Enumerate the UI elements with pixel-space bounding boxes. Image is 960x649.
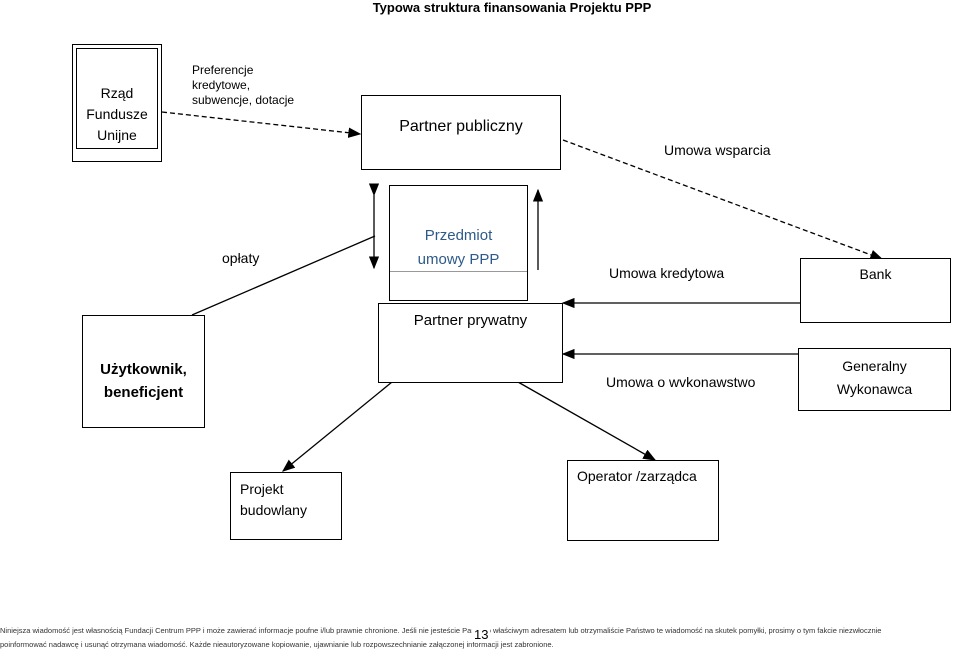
footer-line-2: poinformować nadawcę i usunąć otrzymana …: [0, 640, 554, 649]
page-title: Typowa struktura finansowania Projektu P…: [372, 0, 652, 15]
general-contractor-box: Generalny Wykonawca: [798, 348, 951, 411]
subject-inner-shadow: [390, 271, 527, 272]
government-box: Rząd Fundusze Unijne: [72, 44, 162, 162]
general-contractor-line-2: Wykonawca: [836, 381, 913, 397]
government-line-2: Fundusze: [86, 106, 148, 122]
footer-line-1: Niniejsza wiadomość jest własnością Fund…: [0, 626, 882, 635]
general-contractor-line-1: Generalny: [842, 358, 907, 374]
fees-line: [191, 235, 376, 316]
general-contractor-label: Generalny Wykonawca: [799, 355, 950, 401]
construction-project-label: Projekt budowlany: [240, 479, 307, 521]
government-inner-border: [76, 48, 158, 149]
subject-label: Przedmiot umowy PPP: [390, 224, 527, 272]
subject-line-1: Przedmiot: [424, 227, 493, 244]
preferences-line-3: subwencje, dotacje: [192, 93, 295, 107]
operator-box: Operator /zarządca: [567, 460, 719, 541]
preferences-line-1: Preferencje: [192, 63, 254, 77]
bank-box: Bank: [800, 258, 951, 323]
government-line-3: Unijne: [97, 127, 137, 143]
fees-label: opłaty: [222, 250, 260, 266]
page-number: 13: [472, 627, 491, 642]
public-to-bank-arrow: [562, 139, 884, 260]
public-partner-box: Partner publiczny: [361, 95, 561, 170]
construction-agreement-label: Umowa o wvkonawstwo: [606, 374, 756, 390]
user-box: Użytkownik, beneficjent: [82, 315, 205, 428]
private-partner-label: Partner prywatny: [413, 312, 528, 329]
operator-label: Operator /zarządca: [577, 468, 697, 484]
preferences-label: Preferencje kredytowe, subwencje, dotacj…: [192, 63, 294, 108]
construction-project-box: Projekt budowlany: [230, 472, 342, 540]
private-to-project-arrow: [281, 381, 393, 472]
construction-project-line-1: Projekt: [240, 481, 284, 497]
user-line-2: beneficjent: [103, 384, 184, 401]
government-label: Rząd Fundusze Unijne: [73, 83, 161, 146]
subject-line-2: umowy PPP: [417, 251, 500, 268]
public-partner-label: Partner publiczny: [399, 118, 523, 135]
subject-box: Przedmiot umowy PPP: [389, 185, 528, 301]
bank-label: Bank: [859, 266, 892, 282]
government-to-public-arrow: [161, 111, 362, 138]
private-to-operator-arrow: [517, 381, 657, 461]
government-line-1: Rząd: [100, 85, 134, 101]
credit-agreement-label: Umowa kredytowa: [609, 265, 725, 281]
user-line-1: Użytkownik,: [100, 361, 187, 378]
private-partner-box: Partner prywatny: [378, 303, 563, 383]
construction-project-line-2: budowlany: [240, 502, 307, 518]
user-label: Użytkownik, beneficjent: [83, 358, 204, 404]
preferences-line-2: kredytowe,: [192, 78, 251, 92]
support-agreement-label: Umowa wsparcia: [664, 142, 771, 158]
